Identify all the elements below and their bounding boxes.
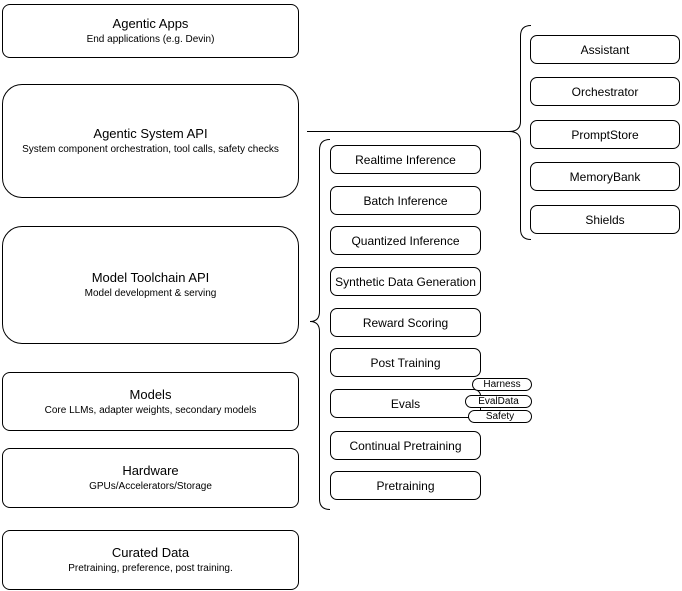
node-title: Agentic Apps	[112, 16, 189, 31]
eval-tag-harness: Harness	[472, 378, 532, 391]
toolchain-node-quantized-inference: Quantized Inference	[330, 226, 481, 255]
node-curated-data: Curated Data Pretraining, preference, po…	[2, 530, 299, 590]
node-title: Model Toolchain API	[91, 270, 210, 285]
node-models: Models Core LLMs, adapter weights, secon…	[2, 372, 299, 431]
toolchain-node-synthetic-data-generation: Synthetic Data Generation	[330, 267, 481, 296]
toolchain-node-evals: Evals	[330, 389, 481, 418]
toolchain-node-continual-pretraining: Continual Pretraining	[330, 431, 481, 460]
node-title: Curated Data	[111, 545, 190, 560]
node-agentic-apps: Agentic Apps End applications (e.g. Devi…	[2, 4, 299, 58]
toolchain-node-realtime-inference: Realtime Inference	[330, 145, 481, 174]
system-component-shields: Shields	[530, 205, 680, 234]
toolchain-brace	[309, 139, 331, 510]
node-title: Hardware	[122, 463, 179, 478]
system-brace	[508, 25, 532, 240]
system-component-orchestrator: Orchestrator	[530, 77, 680, 106]
node-subtitle: End applications (e.g. Devin)	[86, 34, 215, 45]
node-model-toolchain-api: Model Toolchain API Model development & …	[2, 226, 299, 344]
node-subtitle: Model development & serving	[84, 288, 217, 299]
eval-tag-evaldata: EvalData	[465, 395, 532, 408]
node-subtitle: Pretraining, preference, post training.	[68, 563, 233, 574]
system-component-promptstore: PromptStore	[530, 120, 680, 149]
node-title: Models	[129, 386, 172, 402]
node-subtitle: GPUs/Accelerators/Storage	[89, 481, 212, 492]
toolchain-node-batch-inference: Batch Inference	[330, 186, 481, 215]
system-component-assistant: Assistant	[530, 35, 680, 64]
node-hardware: Hardware GPUs/Accelerators/Storage	[2, 448, 299, 508]
system-component-memorybank: MemoryBank	[530, 162, 680, 191]
node-subtitle: Core LLMs, adapter weights, secondary mo…	[44, 404, 257, 416]
node-title: Agentic System API	[93, 126, 208, 141]
toolchain-node-post-training: Post Training	[330, 348, 481, 377]
node-agentic-system-api: Agentic System API System component orch…	[2, 84, 299, 198]
toolchain-node-pretraining: Pretraining	[330, 471, 481, 500]
node-subtitle: System component orchestration, tool cal…	[22, 144, 279, 155]
eval-tag-safety: Safety	[468, 410, 532, 423]
toolchain-node-reward-scoring: Reward Scoring	[330, 308, 481, 337]
